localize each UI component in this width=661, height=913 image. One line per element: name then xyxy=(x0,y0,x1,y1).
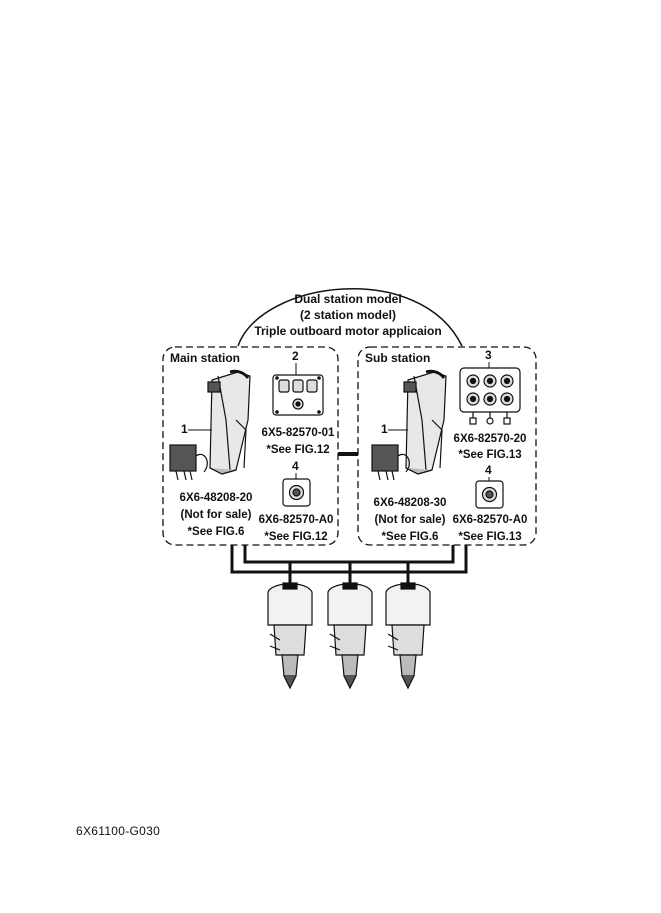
title-line-2: (2 station model) xyxy=(300,308,396,322)
title-dome xyxy=(237,288,463,347)
figure-code: 6X61100-G030 xyxy=(76,824,161,838)
station-link-bar xyxy=(338,452,358,456)
main-stop-fig-ref: *See FIG.12 xyxy=(264,531,327,543)
sub-switch-fig-ref: *See FIG.13 xyxy=(458,449,521,461)
sub-station-box xyxy=(357,346,537,546)
main-remote-control-illustration xyxy=(169,369,251,481)
main-switch-part-number: 6X5-82570-01 xyxy=(262,427,335,439)
main-switch-callout: 2 xyxy=(292,349,299,363)
sub-switch-callout: 3 xyxy=(485,348,492,362)
sub-stop-part-number: 6X6-82570-A0 xyxy=(453,514,528,526)
main-stop-switch-illustration xyxy=(282,478,311,507)
sub-stop-fig-ref: *See FIG.13 xyxy=(458,531,521,543)
sub-stop-switch-illustration xyxy=(475,480,504,509)
sub-control-callout: 1 xyxy=(381,422,388,436)
sub-control-part-number: 6X6-48208-30 xyxy=(374,497,447,509)
title-line-1: Dual station model xyxy=(294,292,401,306)
sub-station-heading: Sub station xyxy=(365,351,430,365)
title-line-3: Triple outboard motor applicaion xyxy=(254,324,441,338)
sub-control-note: (Not for sale) xyxy=(375,514,446,526)
main-control-callout: 1 xyxy=(181,422,188,436)
outboard-motor-center xyxy=(327,582,373,690)
main-station-box xyxy=(162,346,339,546)
main-control-part-number: 6X6-48208-20 xyxy=(180,492,253,504)
sub-stop-callout: 4 xyxy=(485,463,492,477)
main-switch-panel-illustration xyxy=(272,374,324,416)
sub-switch-part-number: 6X6-82570-20 xyxy=(454,433,527,445)
main-station-heading: Main station xyxy=(170,351,240,365)
main-stop-part-number: 6X6-82570-A0 xyxy=(259,514,334,526)
main-stop-callout: 4 xyxy=(292,459,299,473)
main-control-note: (Not for sale) xyxy=(181,509,252,521)
main-control-fig-ref: *See FIG.6 xyxy=(188,526,245,538)
main-switch-fig-ref: *See FIG.12 xyxy=(266,444,329,456)
outboard-motor-right xyxy=(385,582,431,690)
sub-remote-control-illustration xyxy=(371,369,447,481)
wiring-harness xyxy=(230,545,468,585)
sub-switch-panel-illustration xyxy=(459,367,521,425)
sub-control-fig-ref: *See FIG.6 xyxy=(382,531,439,543)
outboard-motor-left xyxy=(267,582,313,690)
